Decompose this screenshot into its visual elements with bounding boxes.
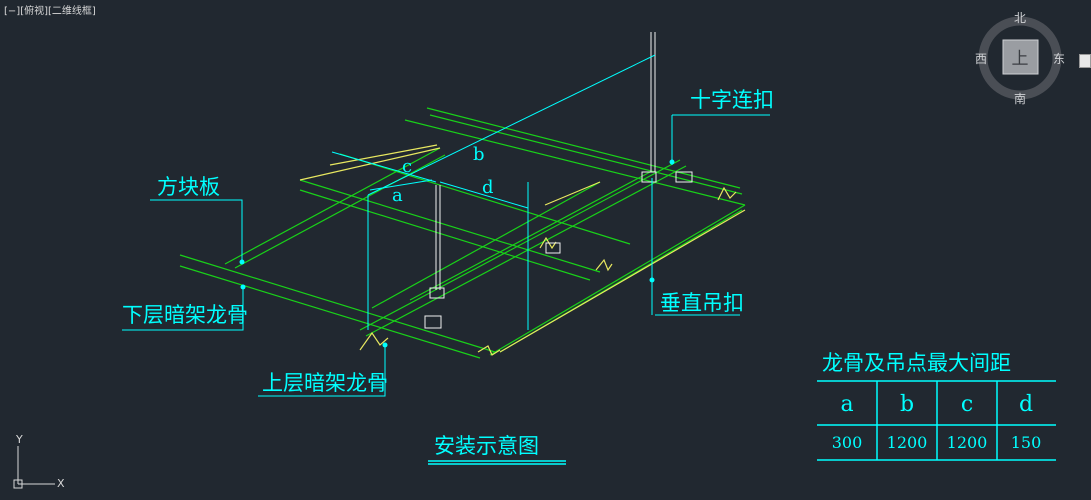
dimension-lines: [331, 54, 656, 330]
callout-panel: 方块板: [157, 175, 220, 199]
callout-upper-runner: 上层暗架龙骨: [262, 371, 388, 395]
ucs-icon: Y X: [13, 433, 65, 490]
upper-runners: [224, 147, 746, 356]
table-header-a: a: [840, 392, 853, 417]
ucs-y-label: Y: [15, 433, 23, 446]
callout-dots: [239, 159, 675, 348]
ceiling-grid-drawing: [122, 32, 770, 397]
callout-vertical-clip: 垂直吊扣: [660, 291, 744, 315]
panel-edges: [299, 144, 746, 356]
compass-ring[interactable]: [978, 16, 1062, 100]
visual-style-menu[interactable]: [二维线框]: [48, 6, 96, 17]
table-header-b: b: [900, 392, 914, 417]
viewcube[interactable]: 上 北 南 东 西: [975, 11, 1065, 106]
table-header-d: d: [1019, 392, 1033, 417]
table-value-b: 1200: [887, 433, 928, 452]
dimension-label-c: c: [402, 156, 412, 177]
compass-east-label[interactable]: 东: [1053, 52, 1065, 66]
view-menu[interactable]: [俯视]: [20, 6, 48, 17]
table-title: 龙骨及吊点最大间距: [822, 351, 1011, 375]
table-value-a: 300: [832, 433, 863, 452]
viewport-control-menu[interactable]: [−]: [4, 6, 21, 17]
compass-west-label[interactable]: 西: [975, 52, 987, 66]
spacing-table: 龙骨及吊点最大间距 a b c d 300 1200 1200 150: [817, 351, 1056, 461]
callout-cross-clip: 十字连扣: [690, 88, 774, 112]
drawing-title: 安装示意图: [434, 434, 539, 458]
compass-north-label[interactable]: 北: [1014, 11, 1026, 25]
viewcube-top-face[interactable]: [1002, 39, 1039, 75]
callout-leaders: [122, 114, 770, 397]
table-value-c: 1200: [947, 433, 988, 452]
table-header-c: c: [961, 392, 973, 417]
dimension-label-b: b: [473, 144, 485, 165]
dimension-label-d: d: [482, 177, 494, 198]
dimension-label-a: a: [392, 185, 403, 206]
lower-runners: [179, 107, 746, 359]
callout-lower-runner: 下层暗架龙骨: [122, 303, 248, 327]
compass-south-label[interactable]: 南: [1014, 91, 1026, 106]
viewport-controls[interactable]: [−][俯视][二维线框]: [0, 0, 100, 19]
ucs-x-label: X: [57, 477, 65, 490]
table-value-d: 150: [1011, 433, 1042, 452]
scrollbar-thumb[interactable]: [1079, 54, 1091, 68]
viewcube-face-label: 上: [1012, 49, 1029, 69]
